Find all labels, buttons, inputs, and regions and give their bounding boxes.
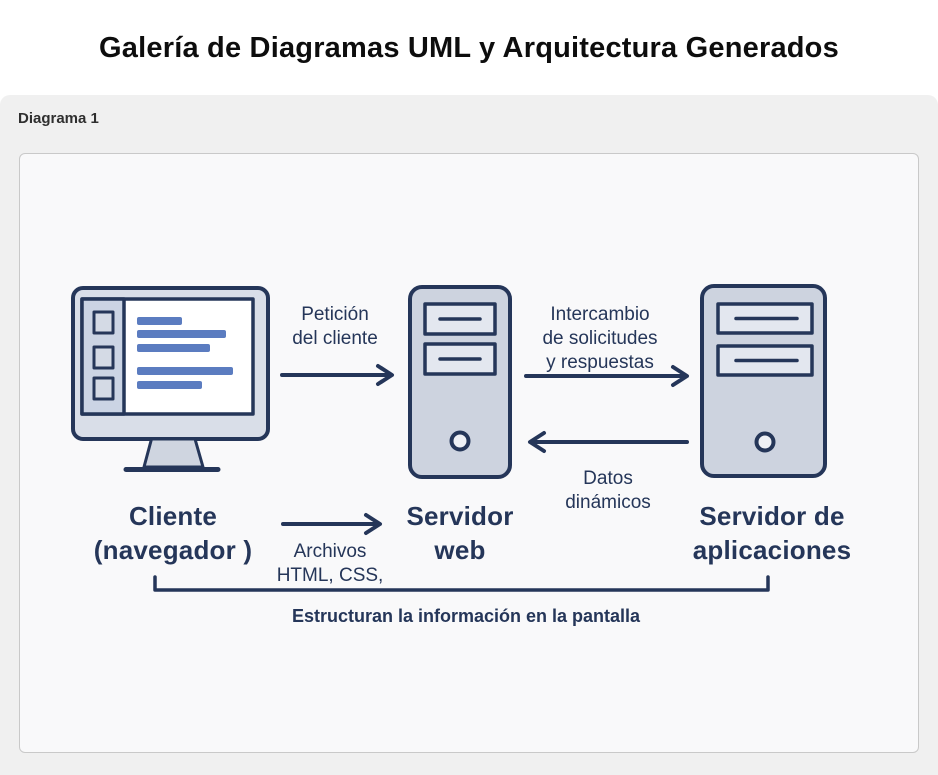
- node-label-line: Cliente: [128, 501, 218, 531]
- architecture-diagram: Petición del cliente Intercambio de soli…: [20, 154, 918, 752]
- footer-note: Estructuran la información en la pantall…: [291, 606, 641, 626]
- node-label-line: Servidor de: [699, 501, 845, 531]
- edge-label-line: Archivos: [293, 541, 367, 562]
- app-server-icon: [700, 284, 827, 478]
- sidebar-squares-icon: [92, 310, 115, 401]
- arrow-client-request: [280, 364, 394, 386]
- edge-label-dynamic-data: Datos dinámicos: [565, 467, 651, 515]
- edge-label-line: de solicitudes: [542, 328, 658, 349]
- page-title: Galería de Diagramas UML y Arquitectura …: [99, 32, 839, 64]
- arrow-dynamic-data: [528, 431, 689, 453]
- diagram-card: Petición del cliente Intercambio de soli…: [19, 153, 919, 753]
- edge-label-files: Archivos HTML, CSS,: [277, 540, 384, 588]
- node-label-line: (navegador ): [93, 535, 253, 565]
- diagram-section-label: Diagrama 1: [18, 110, 99, 127]
- arrow-files: [281, 513, 382, 535]
- edge-label-line: dinámicos: [565, 492, 651, 513]
- web-server-icon: [408, 285, 512, 479]
- footer-bracket: [153, 575, 770, 592]
- node-label-web-server: Servidor web: [406, 499, 513, 567]
- node-label-app-server: Servidor de aplicaciones: [693, 499, 851, 567]
- node-label-line: web: [434, 535, 486, 565]
- edge-label-exchange: Intercambio de solicitudes y respuestas: [542, 303, 657, 375]
- node-label-line: Servidor: [406, 501, 514, 531]
- edge-label-line: y respuestas: [546, 352, 654, 373]
- edge-label-line: Intercambio: [550, 304, 650, 325]
- edge-label-line: Datos: [583, 468, 633, 489]
- gallery-panel: Diagrama 1: [0, 95, 938, 775]
- client-monitor-icon: [71, 286, 270, 472]
- node-label-client: Cliente (navegador ): [94, 499, 252, 567]
- page-header: Galería de Diagramas UML y Arquitectura …: [0, 0, 938, 95]
- edge-label-line: del cliente: [292, 328, 378, 349]
- edge-label-line: Petición: [301, 304, 369, 325]
- diagram-canvas: [71, 284, 827, 592]
- edge-label-line: HTML, CSS,: [276, 565, 384, 586]
- content-lines-icon: [137, 317, 233, 389]
- arrow-exchange: [524, 365, 689, 387]
- edge-label-client-request: Petición del cliente: [292, 303, 378, 351]
- node-label-line: aplicaciones: [692, 535, 852, 565]
